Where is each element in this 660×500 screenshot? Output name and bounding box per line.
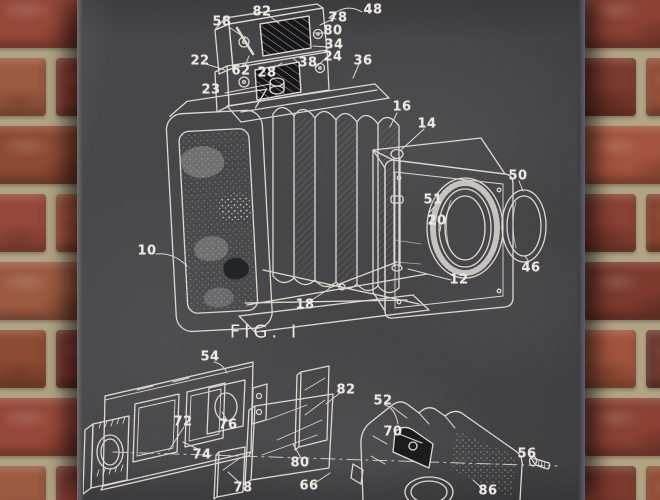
- ref-numeral-78: 78: [328, 10, 348, 26]
- brick: [646, 58, 660, 116]
- screw: [528, 455, 551, 470]
- ref-numeral-16: 16: [392, 99, 412, 115]
- ref-numeral-20: 20: [427, 213, 447, 229]
- brick: [646, 330, 660, 388]
- folding-struts: [238, 261, 430, 333]
- ref-numeral-56: 56: [517, 446, 537, 462]
- brick: [0, 330, 46, 388]
- ref-numeral-14: 14: [417, 116, 437, 132]
- ref-numeral-74: 74: [192, 447, 212, 463]
- brick: [646, 466, 660, 500]
- poster-left-edge: [77, 0, 83, 500]
- ref-numeral-80: 80: [290, 455, 310, 471]
- ref-numeral-34: 34: [324, 37, 344, 53]
- ref-numeral-28: 28: [257, 65, 277, 81]
- ref-numeral-23: 23: [201, 82, 221, 98]
- poster-right-edge: [578, 0, 585, 500]
- ref-numeral-58: 58: [212, 14, 232, 30]
- ref-numeral-48: 48: [363, 2, 383, 18]
- ref-numeral-76: 76: [218, 417, 238, 433]
- brick: [646, 194, 660, 252]
- ref-numeral-78: 78: [233, 480, 253, 496]
- figure-2-drawing: [82, 361, 558, 500]
- lens: [426, 177, 504, 279]
- ref-numeral-52: 52: [373, 393, 393, 409]
- figure-1-leader-lines: [155, 7, 530, 302]
- eyepiece-cap: [82, 415, 130, 495]
- ref-numeral-18: 18: [295, 297, 315, 313]
- ref-numeral-82: 82: [336, 382, 356, 398]
- ref-numeral-10: 10: [137, 243, 157, 259]
- erecting-rod: [390, 148, 404, 272]
- brick: [584, 126, 660, 184]
- lens-cell: [206, 379, 268, 435]
- viewfinder-assembly: [214, 3, 330, 113]
- brick: [584, 262, 660, 320]
- ref-numeral-36: 36: [353, 53, 373, 69]
- ref-numeral-12: 12: [449, 272, 469, 288]
- brick: [584, 398, 660, 456]
- ref-numeral-22: 22: [190, 53, 210, 69]
- figure-1-drawing: [155, 3, 547, 333]
- figure-2-leader-lines: [168, 361, 538, 491]
- ref-numeral-51: 51: [423, 192, 443, 208]
- camera-housing: [350, 401, 523, 500]
- chalk-grain-texture: [77, 0, 585, 500]
- ref-numeral-72: 72: [173, 414, 193, 430]
- ref-numeral-66: 66: [299, 478, 319, 494]
- patent-drawing: [77, 0, 585, 500]
- brick: [0, 58, 46, 116]
- brick: [0, 466, 46, 500]
- ref-numeral-54: 54: [200, 349, 220, 365]
- ref-numeral-62: 62: [231, 63, 251, 79]
- camera-back-body: [165, 88, 273, 333]
- mounting-plate: [100, 361, 254, 491]
- filter-disc: [501, 189, 547, 263]
- small-filter-pane: [213, 446, 246, 500]
- ref-numeral-46: 46: [521, 260, 541, 276]
- ref-numeral-50: 50: [508, 168, 528, 184]
- ref-numeral-82: 82: [252, 4, 272, 20]
- ref-numeral-80: 80: [323, 23, 343, 39]
- ref-numeral-86: 86: [478, 483, 498, 499]
- front-lens-board: [372, 137, 514, 319]
- brick: [584, 0, 660, 48]
- brick: [0, 194, 46, 252]
- glass-pane: [294, 365, 330, 451]
- ref-numeral-38: 38: [298, 55, 318, 71]
- figure-1-caption: FIG. I: [229, 321, 301, 343]
- ref-numeral-24: 24: [323, 49, 343, 65]
- ref-numeral-70: 70: [383, 424, 403, 440]
- camera-top-deck: [226, 77, 390, 123]
